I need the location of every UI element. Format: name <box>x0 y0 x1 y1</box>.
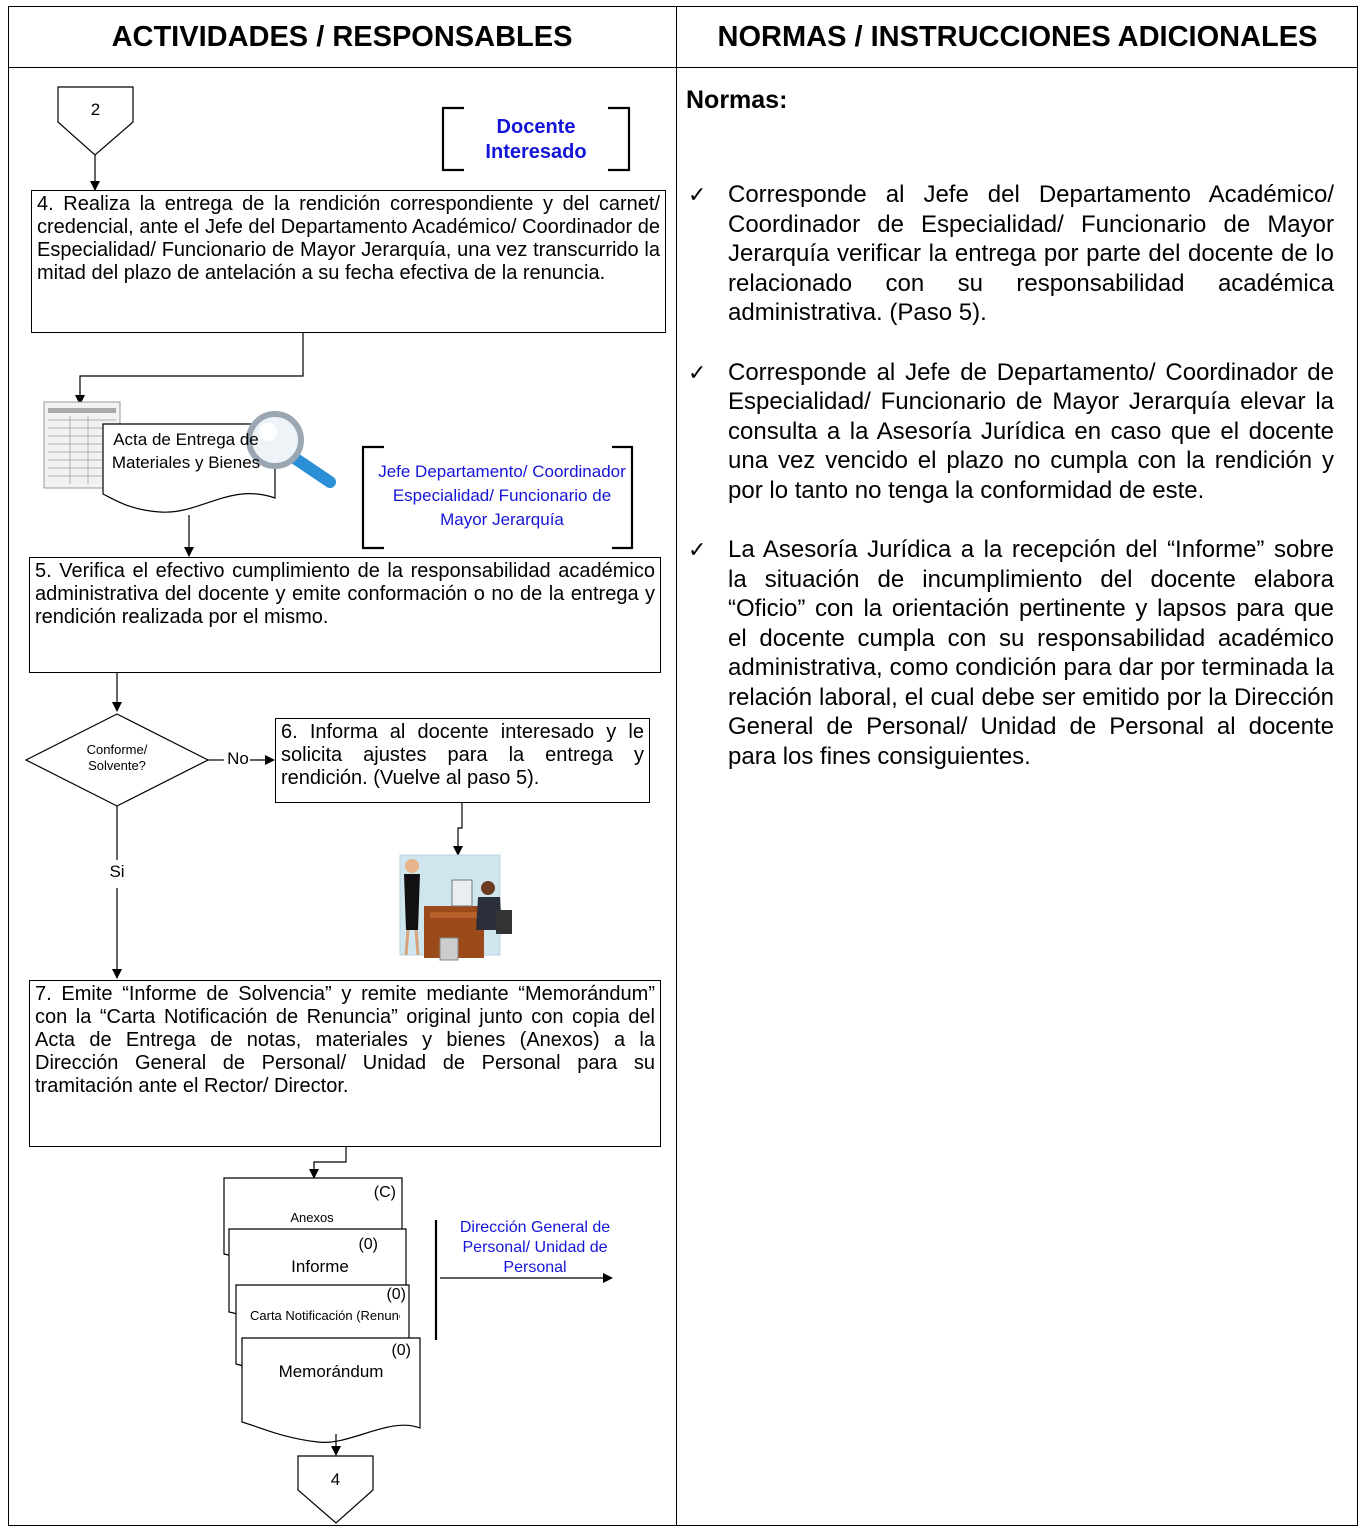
document-anexos-code: (C) <box>373 1184 396 1201</box>
decision-yes-label: Si <box>100 862 134 882</box>
document-informe-label: Informe <box>291 1257 349 1276</box>
checkmark-icon: ✓ <box>688 182 707 207</box>
norms-title: Normas: <box>686 86 788 114</box>
document-carta-label: Carta Notificación (Renuncia) <box>250 1308 400 1323</box>
arrow-step4-to-acta <box>75 332 304 405</box>
column-divider <box>676 6 677 1526</box>
norm-item-text: La Asesoría Jurídica a la recepción del … <box>728 536 1334 770</box>
offpage-connector-end <box>297 1455 374 1524</box>
step-6-box: 6. Informa al docente interesado y le so… <box>275 718 650 803</box>
norm-item: ✓ La Asesoría Jurídica a la recepción de… <box>688 535 1334 771</box>
step-7-box: 7. Emite “Informe de Solvencia” y remite… <box>29 980 661 1147</box>
document-anexos-label: Anexos <box>290 1210 334 1225</box>
decision-no-label: No <box>227 749 249 768</box>
norm-item: ✓ Corresponde al Jefe de Departamento/ C… <box>688 358 1334 506</box>
document-memo-label: Memorándum <box>278 1362 384 1381</box>
norm-item-text: Corresponde al Jefe de Departamento/ Coo… <box>728 358 1334 504</box>
role-docente: Docente Interesado <box>485 116 587 163</box>
norm-item: ✓ Corresponde al Jefe del Departamento A… <box>688 180 1334 328</box>
document-informe-code: (0) <box>358 1236 378 1253</box>
header-norms: NORMAS / INSTRUCCIONES ADICIONALES <box>717 20 1318 53</box>
role-jefe: Jefe Departamento/ Coordinador Especiali… <box>378 462 626 529</box>
header-divider <box>8 67 1358 68</box>
offpage-connector-start <box>57 86 134 156</box>
step-4-box: 4. Realiza la entrega de la rendición co… <box>31 190 666 333</box>
document-memo-shape <box>241 1337 421 1443</box>
decision-question: Conforme/ Solvente? <box>86 742 148 773</box>
arrow-step7-to-docs <box>309 1146 347 1179</box>
norms-list: ✓ Corresponde al Jefe del Departamento A… <box>688 180 1334 801</box>
page-frame <box>8 6 1358 1526</box>
checkmark-icon: ✓ <box>688 359 707 385</box>
connector-end-label: 4 <box>330 1470 341 1489</box>
norm-item-text: Corresponde al Jefe del Departamento Aca… <box>728 181 1334 326</box>
role-direccion: Dirección General de Personal/ Unidad de… <box>459 1219 611 1276</box>
document-carta-code: (0) <box>386 1286 406 1303</box>
connector-start-label: 2 <box>90 100 101 119</box>
document-acta-label: Acta de Entrega de Materiales y Bienes <box>111 430 261 472</box>
role-bracket-docente <box>441 106 631 172</box>
role-bracket-jefe <box>361 445 634 550</box>
document-acta-shape <box>102 423 276 513</box>
magnifier-icon <box>246 411 336 488</box>
document-memo-code: (0) <box>391 1342 411 1359</box>
header-activities: ACTIVIDADES / RESPONSABLES <box>111 20 573 53</box>
office-meeting-image <box>399 854 512 961</box>
step-5-box: 5. Verifica el efectivo cumplimiento de … <box>29 557 661 673</box>
checkmark-icon: ✓ <box>688 537 707 562</box>
arrow-step6-to-image <box>453 802 463 856</box>
